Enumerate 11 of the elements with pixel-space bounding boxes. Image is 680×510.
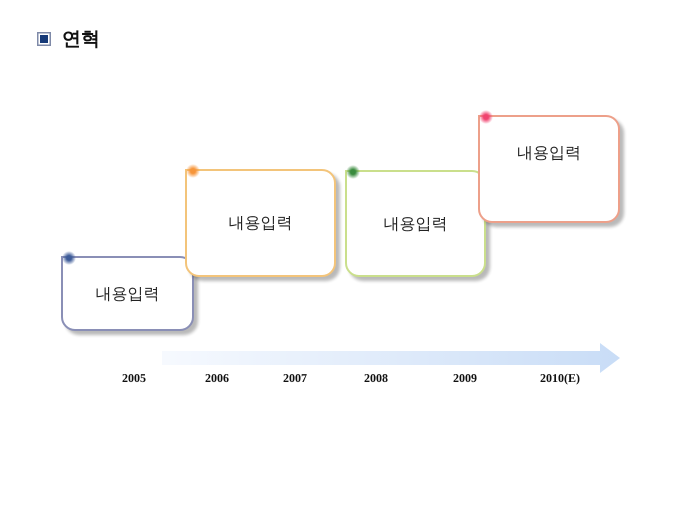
year-label: 2006: [205, 371, 229, 385]
page-title: 연혁: [62, 27, 100, 51]
box-text: 내용입력: [228, 213, 292, 233]
year-label: 2005: [122, 371, 146, 385]
year-label: 2008: [364, 371, 388, 385]
box-text: 내용입력: [96, 284, 160, 304]
box-text: 내용입력: [384, 214, 448, 234]
year-label: 2007: [283, 371, 307, 385]
box-text: 내용입력: [517, 143, 581, 163]
year-label: 2010(E): [540, 371, 580, 385]
year-label: 2009: [453, 371, 477, 385]
